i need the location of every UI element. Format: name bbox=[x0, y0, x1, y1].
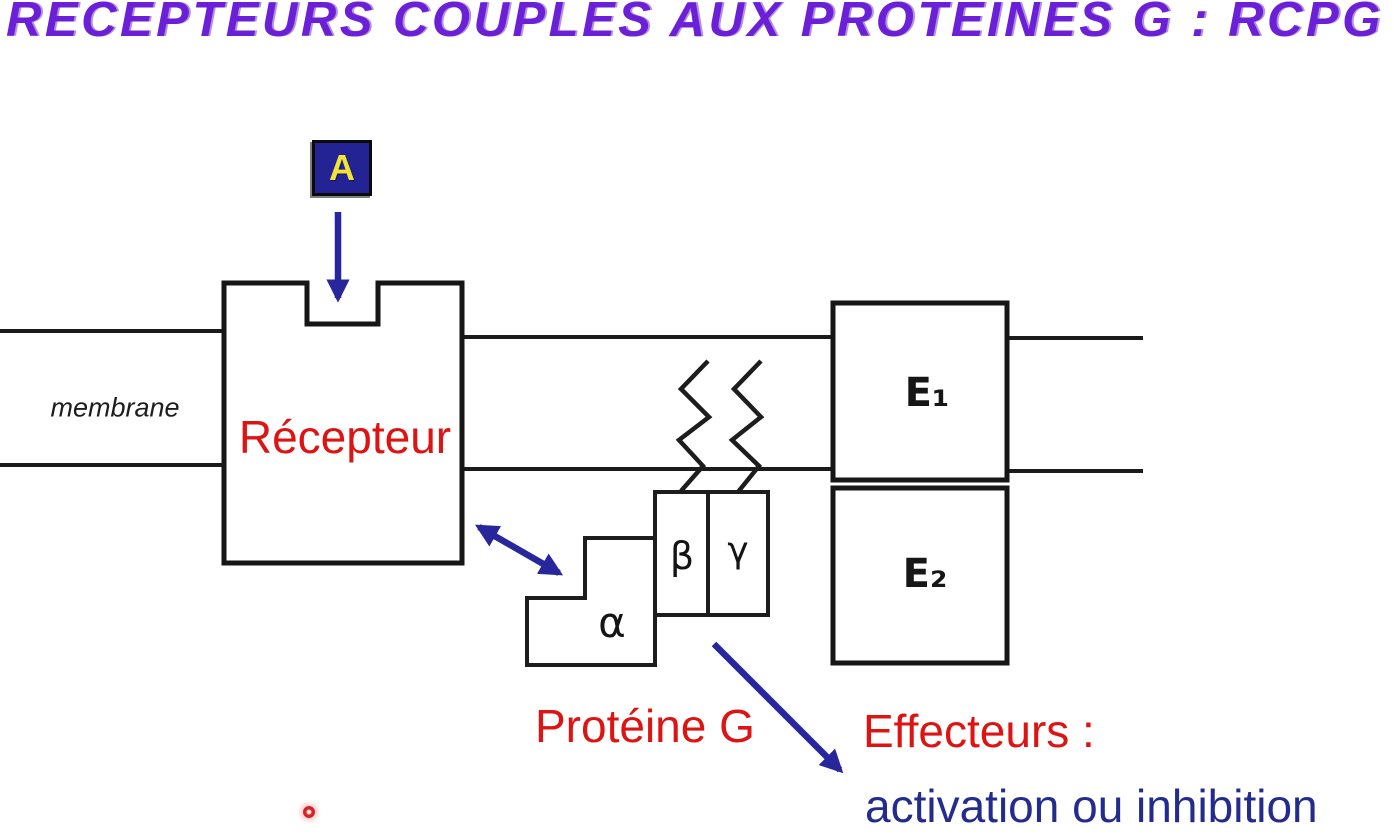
beta-subunit-label: β bbox=[669, 534, 695, 578]
receptor-label: Récepteur bbox=[238, 411, 452, 463]
effector-e1-box bbox=[830, 300, 1010, 483]
effectors-subheading: activation ou inhibition bbox=[865, 780, 1318, 832]
ligand-box: A bbox=[312, 140, 372, 196]
page-title: RECEPTEURS COUPLES AUX PROTEINES G : RCP… bbox=[6, 0, 1384, 47]
g-protein-caption: Protéine G bbox=[535, 700, 755, 752]
gamma-subunit-label: γ bbox=[727, 530, 749, 571]
lipid-anchor-zigzag-left bbox=[675, 359, 713, 493]
ligand-label: A bbox=[329, 147, 355, 188]
effector-e1-label: E₁ bbox=[904, 370, 950, 416]
receptor-shape bbox=[221, 280, 465, 566]
effector-e2-label: E₂ bbox=[902, 551, 948, 597]
effectors-arrow bbox=[711, 641, 844, 774]
lipid-anchor-zigzag-right bbox=[728, 359, 765, 494]
alpha-subunit-shape bbox=[525, 536, 657, 667]
membrane-label: membrane bbox=[50, 392, 180, 423]
alpha-subunit-label: α bbox=[598, 598, 626, 647]
gamma-subunit-shape bbox=[706, 490, 770, 617]
effectors-heading: Effecteurs : bbox=[863, 705, 1095, 757]
laser-pointer-dot bbox=[297, 800, 321, 824]
effector-e2-box bbox=[830, 485, 1010, 666]
receptor-gprotein-double-arrow bbox=[474, 524, 564, 576]
